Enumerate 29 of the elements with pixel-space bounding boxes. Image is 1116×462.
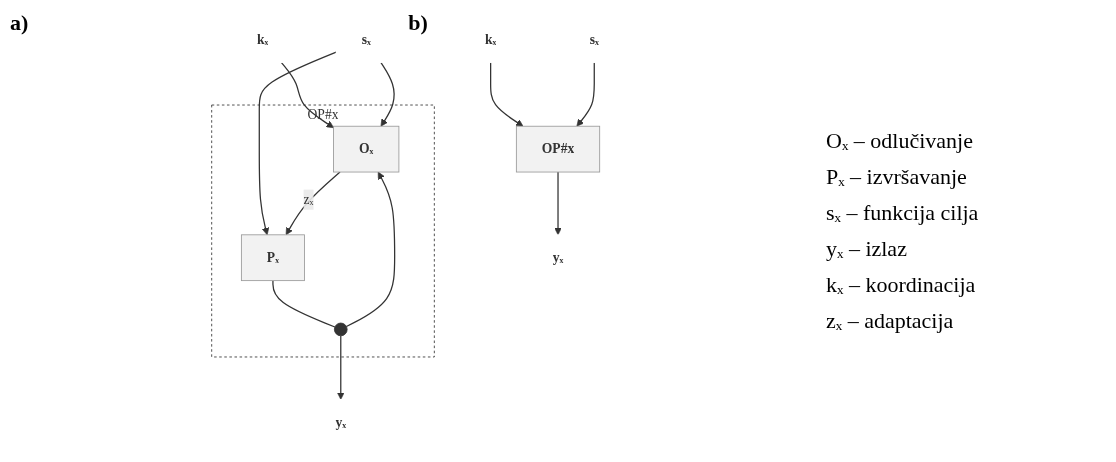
- panel-label: a): [10, 10, 29, 36]
- arrow: [337, 335, 345, 400]
- arrow: [554, 171, 562, 236]
- node-text: kₓ: [484, 32, 497, 47]
- definition-text: Oₓ – odlučivanje: [826, 128, 974, 154]
- panel-label: b): [408, 10, 428, 36]
- definition-text: yₓ – izlaz: [826, 236, 908, 262]
- arrow: [258, 51, 337, 236]
- arrow: [345, 171, 396, 328]
- arrow: [490, 61, 524, 127]
- definition-text: kₓ – koordinacija: [826, 272, 977, 298]
- node-box: Pₓ: [240, 234, 305, 282]
- definition-text: sₓ – funkcija cilja: [826, 200, 980, 226]
- node-circle: [334, 322, 348, 337]
- node-box: OP#x: [515, 125, 601, 173]
- definition-text: zₓ – adaptacija: [826, 308, 955, 334]
- arrow: [576, 61, 595, 127]
- arrow: [280, 61, 334, 129]
- definition-text: Pₓ – izvršavanje: [826, 164, 968, 190]
- connector: [272, 280, 336, 328]
- node-text: sₓ: [589, 32, 599, 47]
- node-box: Oₓ: [333, 125, 400, 173]
- node-text: kₓ: [256, 32, 269, 47]
- node-text: sₓ: [361, 32, 371, 47]
- node-text: yₓ: [335, 414, 347, 430]
- arrow: [285, 171, 341, 236]
- edge-label: zₓ: [303, 192, 314, 207]
- node-text: yₓ: [552, 250, 564, 265]
- arrow: [380, 61, 395, 127]
